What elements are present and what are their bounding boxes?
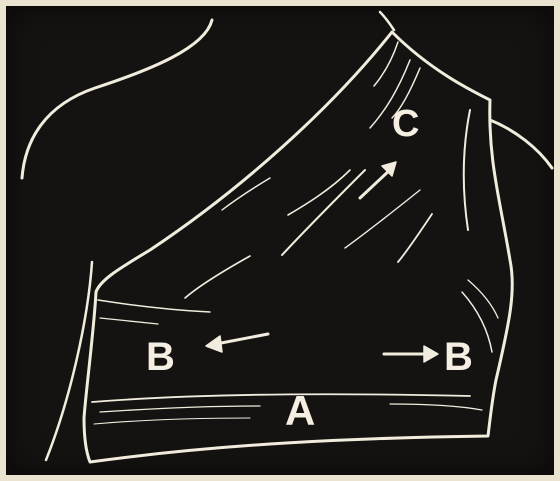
drape-fold-4 (345, 190, 420, 248)
bust-line-left (98, 300, 210, 312)
drape-fold-5 (222, 178, 270, 210)
waistband-line-4 (94, 418, 250, 424)
label-c: C (392, 105, 419, 143)
label-b-right: B (444, 337, 473, 377)
drape-fold-2 (288, 170, 350, 215)
bust-line-right-2 (468, 280, 498, 318)
right-side-contour (464, 110, 470, 230)
waistband-line-1 (92, 394, 470, 402)
arrow-to-c (360, 162, 396, 198)
label-a: A (285, 390, 315, 432)
drape-fold-6 (185, 256, 250, 298)
waistband-line-3 (390, 404, 482, 410)
neck-line (380, 12, 394, 30)
waistband-line-2 (100, 406, 260, 412)
arrow-left-b (206, 334, 268, 352)
bust-line-left-2 (100, 318, 158, 324)
drape-fold-3 (398, 214, 432, 262)
arrow-right-b (384, 346, 438, 362)
shoulder-outline (22, 20, 212, 178)
right-shoulder-outline (490, 120, 552, 168)
label-b-left: B (146, 337, 175, 377)
